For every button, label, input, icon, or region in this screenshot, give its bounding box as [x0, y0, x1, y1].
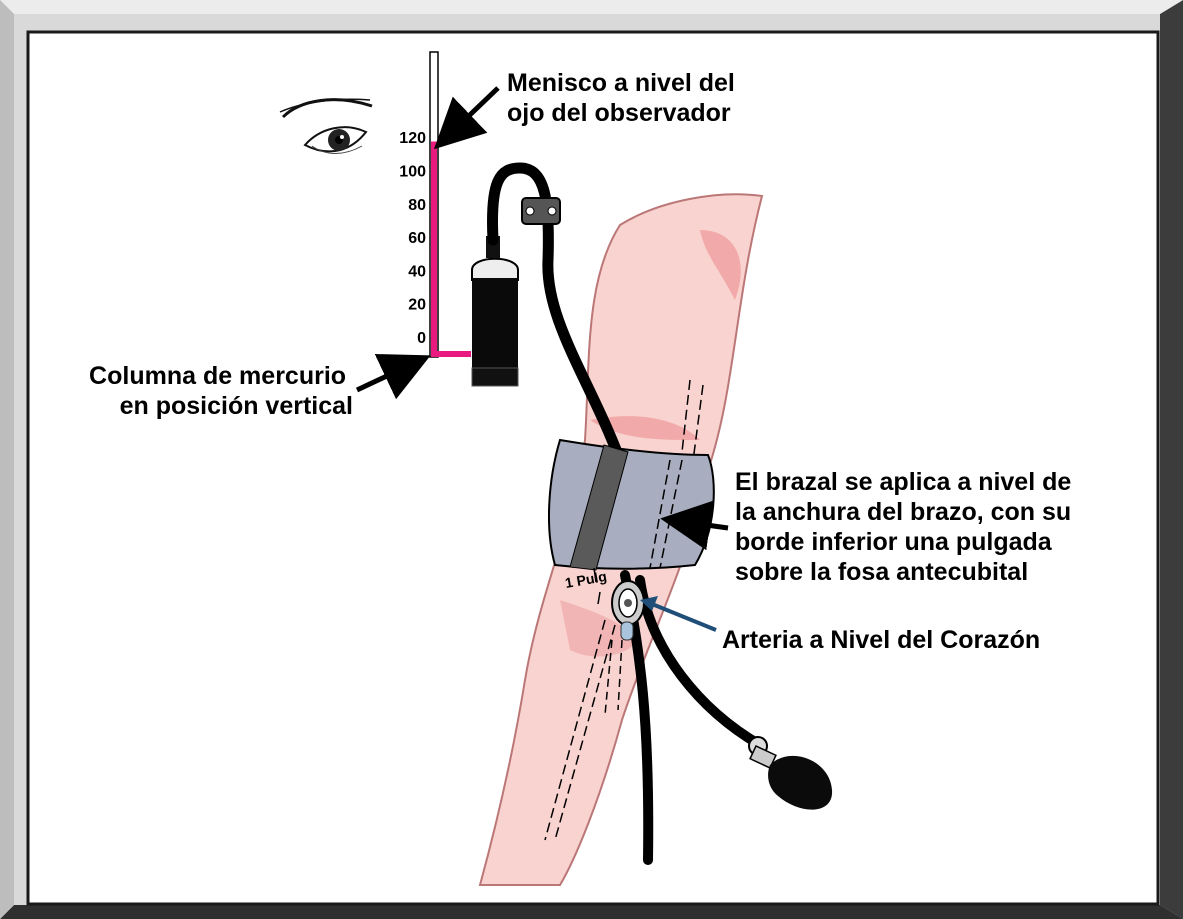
- column-label-line1: Columna de mercurio: [89, 362, 346, 390]
- cuff-label-line1: El brazal se aplica a nivel de: [735, 468, 1071, 496]
- meniscus-label-line2: ojo del observador: [507, 99, 731, 127]
- scale-tick-label: 120: [399, 130, 426, 147]
- mercury-connector: [431, 351, 471, 357]
- blood-pressure-cuff: [549, 440, 714, 570]
- cuff-label-line2: la anchura del brazo, con su: [735, 498, 1071, 526]
- artery-label: Arteria a Nivel del Corazón: [722, 626, 1040, 654]
- scale-tick-label: 60: [408, 230, 426, 247]
- column-label-line2: en posición vertical: [120, 392, 353, 420]
- cuff-label-line3: borde inferior una pulgada: [735, 528, 1053, 556]
- meniscus-label-line1: Menisco a nivel del: [507, 69, 735, 97]
- scale-tick-label: 40: [408, 263, 426, 280]
- scale-tick-label: 20: [408, 297, 426, 314]
- scale-tick-label: 80: [408, 197, 426, 214]
- cuff-label-line4: sobre la fosa antecubital: [735, 558, 1028, 586]
- mercury-column: [431, 142, 437, 357]
- scale-tick-label: 100: [399, 164, 426, 181]
- scale-tick-label: 0: [417, 330, 426, 347]
